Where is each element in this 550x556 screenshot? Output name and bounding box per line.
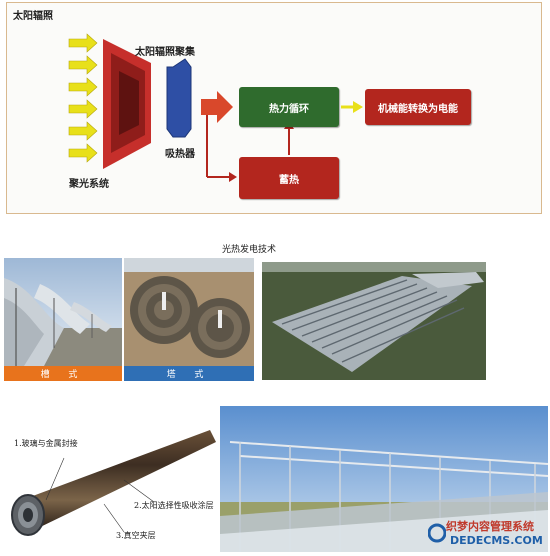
storage-box: 蓄热 bbox=[239, 157, 339, 199]
receiver-tube-figure: 1.玻璃与金属封接 2.太阳选择性吸收涂层 3.真空夹层 bbox=[4, 414, 218, 552]
watermark-title: 织梦内容管理系统 bbox=[446, 520, 534, 533]
flow-arrow-icon bbox=[201, 91, 233, 123]
receiver-icon bbox=[166, 58, 192, 138]
tower-label: 塔 式 bbox=[124, 366, 254, 381]
concentrator-label: 聚光系统 bbox=[69, 179, 109, 190]
receiver-tube-image bbox=[11, 430, 216, 536]
trough-field-aerial-image bbox=[262, 262, 486, 380]
csp-process-diagram: 太阳辐照 太阳辐照聚集 聚光系统 吸热器 热力循环 蓄热 机械能转换为电能 bbox=[6, 2, 542, 214]
diagram-title: 太阳辐照 bbox=[13, 11, 53, 22]
arrow-to-storage-icon bbox=[229, 172, 237, 182]
concentrator-icon bbox=[103, 39, 151, 169]
sun-arrow-icon bbox=[68, 55, 98, 75]
sun-arrow-icon bbox=[68, 99, 98, 119]
watermark-domain: DEDECMS.COM bbox=[450, 534, 543, 547]
sun-arrow-icon bbox=[68, 143, 98, 163]
solar-tower-image bbox=[124, 258, 254, 366]
tower-photo bbox=[124, 258, 254, 366]
sun-arrow-icon bbox=[68, 77, 98, 97]
trough-photo bbox=[4, 258, 122, 366]
receiver-label: 吸热器 bbox=[165, 149, 195, 160]
trough-field-photo bbox=[262, 262, 486, 380]
sun-radiation-arrows bbox=[68, 33, 98, 163]
watermark: 织梦内容管理系统 DEDECMS.COM bbox=[428, 518, 548, 550]
tube-annotation-2: 2.太阳选择性吸收涂层 bbox=[134, 501, 214, 510]
yellow-output-arrow bbox=[341, 101, 363, 113]
tube-annotation-3: 3.真空夹层 bbox=[116, 531, 156, 540]
trough-collector-image bbox=[4, 258, 122, 366]
output-box: 机械能转换为电能 bbox=[365, 89, 471, 125]
tech-title: 光热发电技术 bbox=[222, 245, 277, 255]
sun-arrow-icon bbox=[68, 33, 98, 53]
thermal-cycle-box: 热力循环 bbox=[239, 87, 339, 127]
storage-loop-connector bbox=[206, 115, 290, 178]
sun-arrow-icon bbox=[68, 121, 98, 141]
trough-label: 槽 式 bbox=[4, 366, 122, 381]
tube-annotation-1: 1.玻璃与金属封接 bbox=[14, 439, 78, 448]
concentrator-title: 太阳辐照聚集 bbox=[135, 47, 195, 58]
trough-array-image bbox=[220, 406, 548, 552]
trough-array-photo bbox=[220, 406, 548, 552]
diagram-graphics bbox=[68, 33, 363, 182]
watermark-logo-icon bbox=[428, 523, 446, 543]
